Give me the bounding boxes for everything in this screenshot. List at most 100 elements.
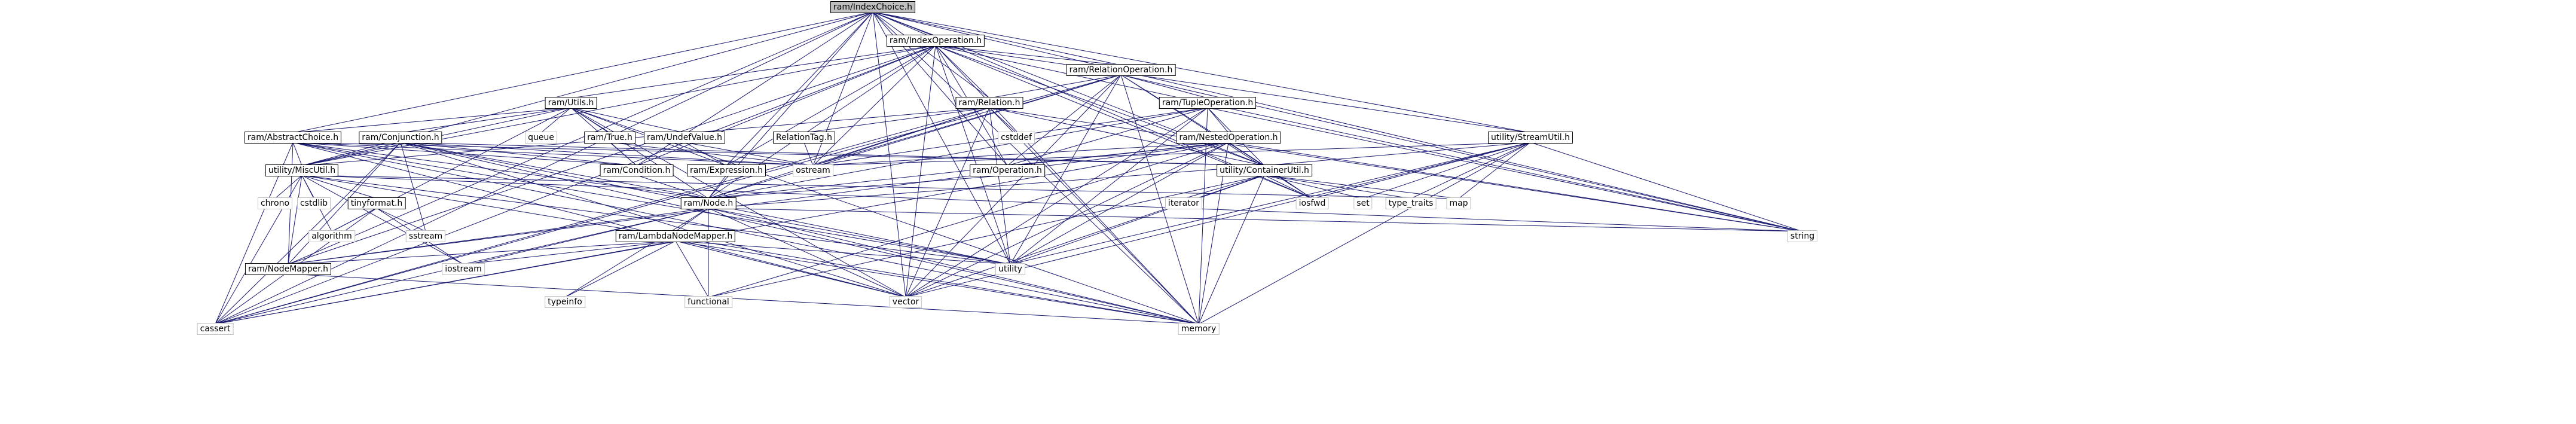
edge-RelationOperation-memory bbox=[1120, 74, 1199, 325]
edge-ContainerUtil-map bbox=[1264, 175, 1459, 199]
edge-AbstractChoice-utility bbox=[292, 142, 1011, 265]
edge-IndexChoice-AbstractChoice bbox=[292, 11, 873, 133]
node-functional: functional bbox=[685, 296, 732, 308]
edge-ContainerUtil-utility bbox=[1010, 175, 1265, 265]
node-IndexChoice[interactable]: ram/IndexChoice.h bbox=[830, 1, 915, 13]
node-Relation[interactable]: ram/Relation.h bbox=[955, 97, 1023, 109]
node-Operation[interactable]: ram/Operation.h bbox=[970, 164, 1045, 176]
edge-ContainerUtil-memory bbox=[1198, 175, 1265, 325]
edge-StreamUtil-type_traits bbox=[1410, 142, 1531, 199]
edge-LambdaNodeMapper-vector bbox=[675, 240, 906, 298]
edge-Relation-cstddef bbox=[989, 107, 1017, 133]
edge-AbstractChoice-vector bbox=[292, 142, 906, 298]
edge-Node-memory bbox=[708, 208, 1199, 325]
edge-tinyformat-sstream bbox=[376, 208, 426, 232]
node-tinyformat[interactable]: tinyformat.h bbox=[347, 197, 406, 209]
edge-RelationOperation-ostream bbox=[812, 74, 1122, 166]
edge-Conjunction-NodeMapper bbox=[288, 142, 401, 265]
node-iterator: iterator bbox=[1165, 197, 1203, 209]
node-string: string bbox=[1787, 230, 1818, 242]
edge-IndexOperation-Condition bbox=[636, 45, 936, 166]
edge-True-Condition bbox=[609, 142, 637, 166]
edge-Conjunction-ContainerUtil bbox=[400, 142, 1265, 166]
edge-Operation-Node bbox=[708, 175, 1008, 199]
node-ContainerUtil[interactable]: utility/ContainerUtil.h bbox=[1217, 164, 1312, 176]
edge-StreamUtil-set bbox=[1362, 142, 1531, 199]
edge-RelationOperation-Operation bbox=[1007, 74, 1122, 166]
edge-Utils-queue bbox=[540, 107, 572, 133]
edge-AbstractChoice-ContainerUtil bbox=[292, 142, 1265, 166]
node-ostream: ostream bbox=[793, 164, 833, 176]
edge-NestedOperation-utility bbox=[1010, 142, 1229, 265]
edge-IndexChoice-Relation bbox=[872, 11, 990, 99]
edge-RelationOperation-TupleOperation bbox=[1120, 74, 1208, 99]
node-NestedOperation[interactable]: ram/NestedOperation.h bbox=[1176, 132, 1281, 144]
edge-Relation-cassert bbox=[215, 107, 990, 325]
edge-IndexOperation-memory bbox=[935, 45, 1199, 325]
edge-LambdaNodeMapper-functional bbox=[675, 240, 709, 298]
node-MiscUtil[interactable]: utility/MiscUtil.h bbox=[265, 164, 339, 176]
node-chrono: chrono bbox=[257, 197, 293, 209]
edge-RelationOperation-vector bbox=[905, 74, 1122, 298]
node-IndexOperation[interactable]: ram/IndexOperation.h bbox=[886, 35, 985, 47]
node-Expression[interactable]: ram/Expression.h bbox=[686, 164, 766, 176]
node-Utils[interactable]: ram/Utils.h bbox=[545, 97, 597, 109]
edge-ContainerUtil-iterator bbox=[1183, 175, 1265, 199]
edge-RelationTag-ostream bbox=[803, 142, 814, 166]
node-StreamUtil[interactable]: utility/StreamUtil.h bbox=[1487, 132, 1573, 144]
edge-RelationOperation-utility bbox=[1010, 74, 1122, 265]
node-True[interactable]: ram/True.h bbox=[584, 132, 635, 144]
edge-IndexOperation-RelationOperation bbox=[935, 45, 1122, 66]
node-AbstractChoice[interactable]: ram/AbstractChoice.h bbox=[244, 132, 342, 144]
edge-NestedOperation-functional bbox=[708, 142, 1229, 298]
edge-TupleOperation-NestedOperation bbox=[1207, 107, 1229, 133]
edge-Node-iostream bbox=[463, 208, 709, 265]
edge-MiscUtil-chrono bbox=[274, 175, 302, 199]
edge-NestedOperation-Node bbox=[708, 142, 1229, 199]
node-set: set bbox=[1353, 197, 1373, 209]
edge-NodeMapper-memory bbox=[288, 273, 1199, 325]
node-UndefValue[interactable]: ram/UndefValue.h bbox=[643, 132, 726, 144]
node-type_traits: type_traits bbox=[1385, 197, 1437, 209]
node-iosfwd: iosfwd bbox=[1295, 197, 1329, 209]
edge-IndexChoice-NodeMapper bbox=[288, 11, 873, 265]
edge-Relation-RelationTag bbox=[803, 107, 990, 133]
edge-StreamUtil-iosfwd bbox=[1312, 142, 1531, 199]
node-NodeMapper[interactable]: ram/NodeMapper.h bbox=[245, 263, 332, 275]
edge-Utils-AbstractChoice bbox=[292, 107, 572, 133]
edge-NestedOperation-ostream bbox=[812, 142, 1229, 166]
edge-IndexOperation-string bbox=[935, 45, 1803, 232]
node-Condition[interactable]: ram/Condition.h bbox=[600, 164, 674, 176]
node-utility: utility bbox=[995, 263, 1025, 275]
edge-IndexOperation-vector bbox=[905, 45, 936, 298]
edge-MiscUtil-iostream bbox=[301, 175, 464, 265]
edge-StreamUtil-utility bbox=[1010, 142, 1531, 265]
node-vector: vector bbox=[889, 296, 922, 308]
edge-IndexChoice-RelationOperation bbox=[872, 11, 1122, 66]
node-LambdaNodeMapper[interactable]: ram/LambdaNodeMapper.h bbox=[615, 230, 736, 242]
edge-ContainerUtil-vector bbox=[905, 175, 1265, 298]
edge-StreamUtil-string bbox=[1530, 142, 1803, 232]
edge-RelationOperation-Relation bbox=[989, 74, 1122, 99]
edge-TupleOperation-Operation bbox=[1007, 107, 1208, 166]
node-queue: queue bbox=[525, 132, 557, 144]
node-RelationTag[interactable]: RelationTag.h bbox=[772, 132, 836, 144]
edge-IndexChoice-utility bbox=[872, 11, 1011, 265]
edge-Node-string bbox=[708, 208, 1803, 232]
edge-NestedOperation-vector bbox=[905, 142, 1229, 298]
node-RelationOperation[interactable]: ram/RelationOperation.h bbox=[1066, 64, 1176, 76]
edge-TupleOperation-string bbox=[1207, 107, 1803, 232]
node-Node[interactable]: ram/Node.h bbox=[680, 197, 737, 209]
edge-RelationOperation-Node bbox=[708, 74, 1122, 199]
node-cstdlib: cstdlib bbox=[297, 197, 331, 209]
edge-Relation-vector bbox=[905, 107, 990, 298]
edge-LambdaNodeMapper-utility bbox=[675, 240, 1011, 265]
edge-RelationOperation-cassert bbox=[215, 74, 1122, 325]
edge-Conjunction-Condition bbox=[400, 142, 637, 166]
edge-IndexOperation-Expression bbox=[726, 45, 936, 166]
node-TupleOperation[interactable]: ram/TupleOperation.h bbox=[1159, 97, 1257, 109]
node-Conjunction[interactable]: ram/Conjunction.h bbox=[359, 132, 442, 144]
edge-StreamUtil-memory bbox=[1198, 142, 1531, 325]
